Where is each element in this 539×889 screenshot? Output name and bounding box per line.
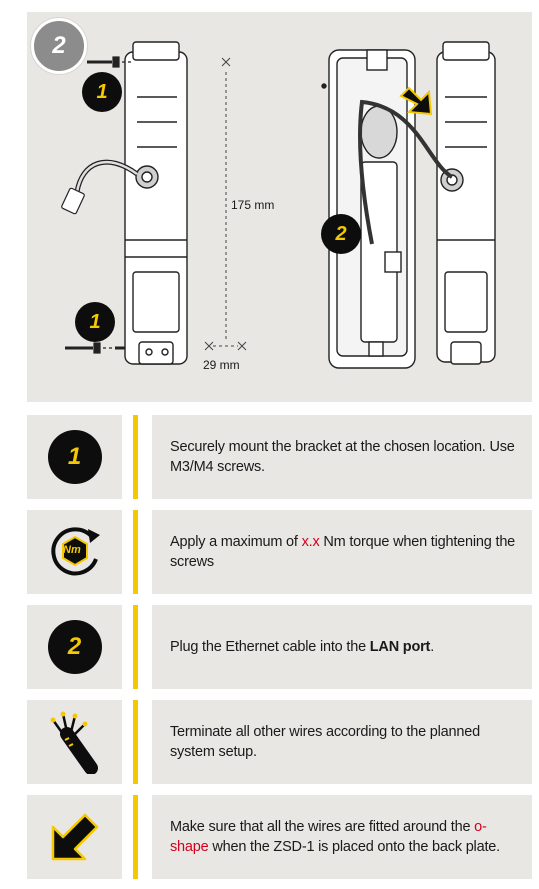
dimension-29mm: 29 mm [203,358,240,372]
callout-1-bottom: 1 [75,302,115,342]
torque-value-placeholder: x.x [301,534,320,550]
icon-cell [27,700,122,784]
instruction-row-wires: Terminate all other wires according to t… [27,700,532,784]
wires-instruction: Terminate all other wires according to t… [170,724,480,760]
dimension-175mm: 175 mm [231,198,275,212]
device-front-drawing [436,41,496,365]
torque-text-before: Apply a maximum of [170,534,302,550]
instruction-text: Apply a maximum of x.x Nm torque when ti… [152,510,532,594]
instruction-text: Plug the Ethernet cable into the LAN por… [152,605,532,689]
dimension-lines [204,57,247,351]
rj45-connector [61,187,85,215]
instruction-row-mount: 1 Securely mount the bracket at the chos… [27,415,532,499]
torque-text-after: Nm torque when tightening the screws [170,534,516,570]
oshape-text-after: when the ZSD-1 is placed onto the back p… [208,839,500,855]
icon-cell [27,795,122,879]
insert-arrow [399,86,433,116]
instruction-row-lan: 2 Plug the Ethernet cable into the LAN p… [27,605,532,689]
callout-1-top: 1 [82,72,122,112]
yellow-divider [133,700,138,784]
icon-cell: Nm [27,510,122,594]
wires-icon [50,711,98,774]
callout-2: 2 [321,214,361,254]
icon-cell: 2 [27,605,122,689]
instruction-text: Securely mount the bracket at the chosen… [152,415,532,499]
back-plate-drawing [321,49,416,369]
yellow-divider [133,415,138,499]
screw-top [87,56,132,68]
instruction-text: Make sure that all the wires are fitted … [152,795,532,879]
torque-nm-icon [50,527,100,576]
instruction-row-torque: Nm Apply a maximum of x.x Nm torque when… [27,510,532,594]
lan-text-after: . [430,639,435,655]
icon-cell: 1 [27,415,122,499]
yellow-divider [133,510,138,594]
yellow-divider [133,795,138,879]
oshape-text-before: Make sure that all the wires are fitted … [170,819,475,835]
installation-illustration: 2 1 1 2 175 mm 29 mm [27,12,532,402]
oshape-highlight: o-shape [170,819,487,855]
instruction-row-oshape: Make sure that all the wires are fitted … [27,795,532,879]
bracket-drawing [124,41,188,365]
lan-cable [358,99,454,245]
number-1-icon: 1 [47,430,102,484]
yellow-divider [133,605,138,689]
torque-nm-label: Nm [63,544,81,556]
lan-text-before: Plug the Ethernet cable into the [170,639,370,655]
mount-instruction: Securely mount the bracket at the chosen… [170,439,515,475]
lan-port-label: LAN port [369,639,431,655]
screw-bottom [65,342,125,354]
number-2-icon: 2 [47,620,102,674]
arrow-down-left-icon [51,813,98,861]
mounting-diagram [61,41,496,369]
instruction-text: Terminate all other wires according to t… [152,700,532,784]
step-number-badge: 2 [31,18,87,74]
